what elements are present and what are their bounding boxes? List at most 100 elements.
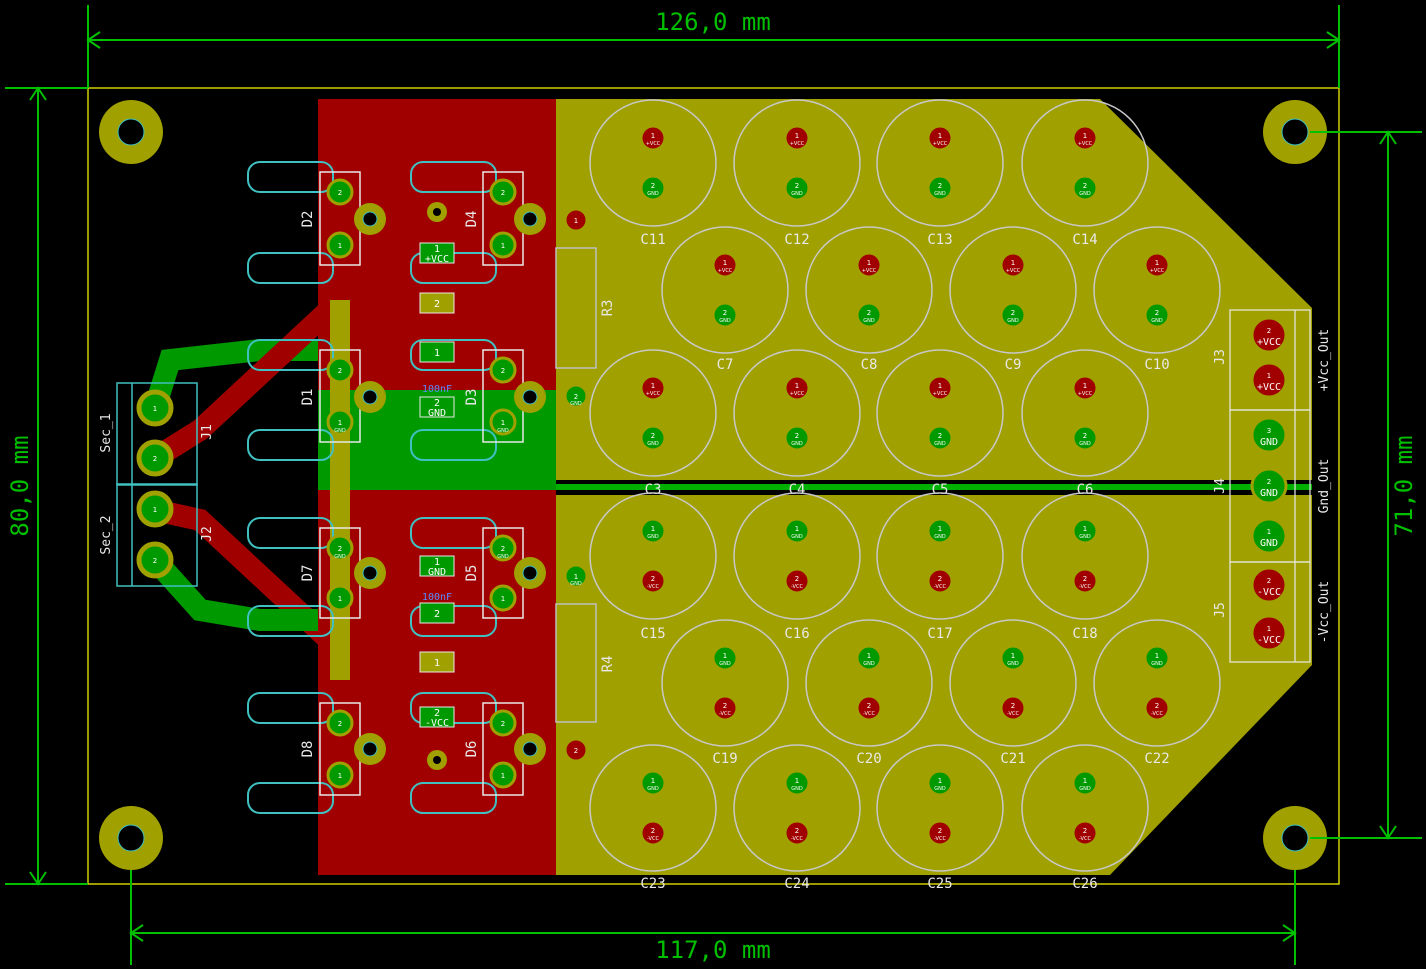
cap-pin: 1: [1083, 132, 1087, 140]
dim-bottom-label: 117,0 mm: [655, 936, 771, 964]
cap-ref: C17: [927, 626, 952, 642]
smd-pad: 1: [419, 651, 455, 673]
cap-pin-net: +VCC: [790, 391, 805, 397]
cap-ref: C7: [717, 357, 734, 373]
cap-pin-net: GND: [647, 191, 659, 197]
cap-pin: 1: [867, 652, 871, 660]
cap-pin: 1: [795, 382, 799, 390]
cap-pin-net: +VCC: [933, 141, 948, 147]
diode-pin-number: 2: [338, 367, 342, 375]
connector-label: Gnd_Out: [1317, 459, 1332, 514]
diode-ref: D7: [300, 565, 316, 582]
cap-pin-net: GND: [1151, 661, 1163, 667]
cap-pin-net: GND: [1079, 786, 1091, 792]
cap-pin: 2: [651, 432, 655, 440]
diode-pad-net: GND: [334, 428, 346, 434]
cap-pin: 1: [651, 382, 655, 390]
diode-pad-1: [326, 408, 354, 436]
diode-pad-1: [326, 584, 354, 612]
cap-pin-net: -VCC: [1079, 584, 1091, 590]
cap-pin-net: GND: [1007, 318, 1019, 324]
cap-pin-net: GND: [719, 661, 731, 667]
diode-ref: D6: [464, 741, 480, 758]
smd-pin-number: 2: [434, 708, 440, 719]
cap-pin: 1: [651, 525, 655, 533]
dim-left-label: 80,0 mm: [6, 435, 34, 536]
cap-outline: [876, 492, 1004, 620]
cap-outline: [1021, 492, 1149, 620]
resistor-ref: R3: [600, 300, 616, 317]
diode-pad-2: [489, 356, 517, 384]
cap-pin-net: +VCC: [933, 391, 948, 397]
cap-pin-net: GND: [1151, 318, 1163, 324]
cap-pin-net: -VCC: [1007, 711, 1019, 717]
cap-pin: 1: [1083, 777, 1087, 785]
diode-pad-1: [489, 408, 517, 436]
cap-pin: 1: [1011, 259, 1015, 267]
cap-pin: 1: [651, 777, 655, 785]
cap-ref: C21: [1000, 751, 1025, 767]
cap-pin: 1: [1011, 652, 1015, 660]
dim-top-label: 126,0 mm: [655, 8, 771, 36]
cap-outline: [733, 744, 861, 872]
cap-pin-net: +VCC: [1006, 268, 1021, 274]
dimensions: [5, 5, 1422, 965]
cap-pin: 1: [795, 525, 799, 533]
cap-pin-net: +VCC: [1150, 268, 1165, 274]
cap-pin: 1: [651, 132, 655, 140]
cap-pin-net: GND: [791, 786, 803, 792]
cap-pin: 2: [1083, 182, 1087, 190]
diode-pin-number: 1: [501, 242, 505, 250]
connector-ref: J1: [200, 424, 215, 440]
cap-pin: 2: [1155, 309, 1159, 317]
smd-pin-number: 2: [434, 398, 440, 409]
connector-pin: 2: [1267, 478, 1271, 486]
smd-pad-net: +VCC: [425, 254, 449, 265]
connector-pin: 3: [1267, 427, 1271, 435]
cap-pin: 2: [651, 827, 655, 835]
cap-pin-net: GND: [647, 534, 659, 540]
cap-pin: 1: [1155, 652, 1159, 660]
cap-pin-net: -VCC: [791, 584, 803, 590]
connector-ref: J2: [200, 526, 215, 542]
smd-pin-number: 1: [434, 244, 440, 255]
resistor-ref: R4: [600, 656, 616, 673]
cap-pin-net: GND: [1007, 661, 1019, 667]
cap-pin: 1: [795, 777, 799, 785]
cap-ref: C9: [1005, 357, 1022, 373]
diode-pin-number: 1: [501, 595, 505, 603]
dim-right-label: 71,0 mm: [1390, 435, 1418, 536]
cap-outline: [1021, 349, 1149, 477]
diode-pin-number: 1: [338, 419, 342, 427]
cap-pin: 2: [723, 309, 727, 317]
cap-ref: C19: [712, 751, 737, 767]
smd-pad: 2: [419, 602, 455, 624]
cap-pin: 2: [795, 575, 799, 583]
resistor-pin: 1: [574, 573, 578, 581]
diode-pin-number: 2: [501, 720, 505, 728]
cap-outline: [589, 492, 717, 620]
diode-pin-number: 1: [338, 595, 342, 603]
cap-pin-net: GND: [791, 191, 803, 197]
diode-pin-number: 1: [338, 242, 342, 250]
smd-pin-number: 2: [434, 299, 440, 310]
cap-pin-net: GND: [934, 534, 946, 540]
cap-pin-net: GND: [647, 441, 659, 447]
diode-pin-number: 1: [501, 419, 505, 427]
cap-pin-net: GND: [1079, 191, 1091, 197]
connector-pin-net: GND: [1260, 437, 1278, 448]
